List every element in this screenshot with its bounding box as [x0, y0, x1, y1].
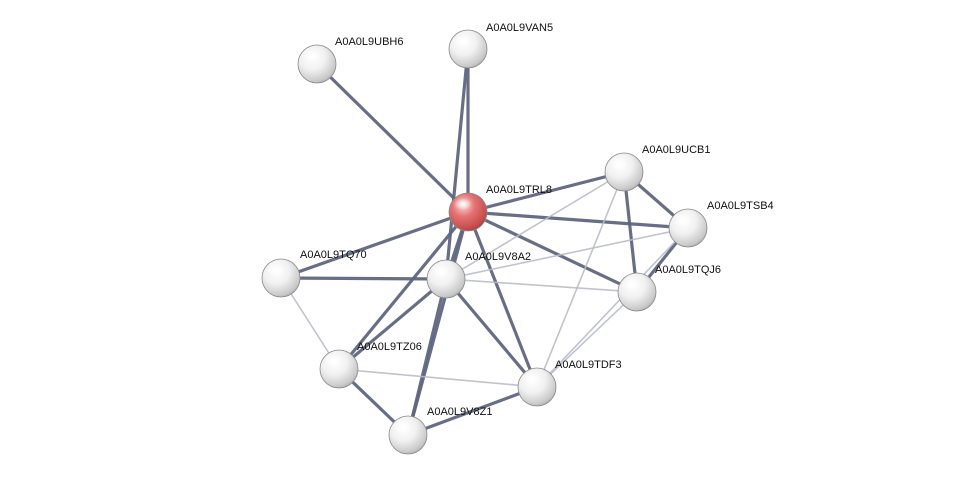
- edge-A0A0L9TSB4-A0A0L9TDF3: [536, 227, 689, 388]
- node-label: A0A0L9TDF3: [555, 359, 622, 371]
- node-highlight: [674, 214, 692, 226]
- node-A0A0L9TDF3[interactable]: A0A0L9TDF3: [517, 359, 622, 407]
- node-A0A0L9TQJ6[interactable]: A0A0L9TQJ6: [617, 264, 721, 312]
- node-A0A0L9TSB4[interactable]: A0A0L9TSB4: [668, 200, 774, 248]
- node-sphere[interactable]: [517, 367, 557, 407]
- edge-A0A0L9TRL8-A0A0L9TQ70: [279, 210, 470, 280]
- node-highlight: [454, 198, 472, 210]
- edge-A0A0L9V8A2-A0A0L9TQ70: [279, 276, 448, 281]
- node-A0A0L9V8Z1[interactable]: A0A0L9V8Z1: [388, 406, 492, 455]
- edge-A0A0L9TQJ6-A0A0L9TDF3: [536, 291, 638, 388]
- edge-A0A0L9V8A2-A0A0L9TZ06: [337, 277, 448, 371]
- node-label: A0A0L9V8Z1: [427, 406, 492, 418]
- edge-A0A0L9V8A2-A0A0L9UCB1: [445, 171, 625, 280]
- edge-A0A0L9TRL8-A0A0L9UBH6: [315, 62, 470, 214]
- node-label: A0A0L9TZ06: [357, 341, 422, 353]
- node-label: A0A0L9TQJ6: [655, 264, 721, 276]
- edge-A0A0L9TRL8-A0A0L9TQJ6: [466, 210, 639, 294]
- node-highlight: [267, 264, 285, 276]
- node-A0A0L9TRL8[interactable]: A0A0L9TRL8: [448, 184, 552, 232]
- node-A0A0L9TZ06[interactable]: A0A0L9TZ06: [319, 341, 422, 389]
- node-A0A0L9UBH6[interactable]: A0A0L9UBH6: [297, 36, 404, 84]
- node-A0A0L9TQ70[interactable]: A0A0L9TQ70: [261, 249, 367, 298]
- edge-A0A0L9V8Z1-A0A0L9TDF3: [406, 385, 539, 437]
- node-label: A0A0L9TQ70: [300, 249, 367, 261]
- edge-A0A0L9TRL8-A0A0L9UCB1: [466, 170, 626, 214]
- edge-A0A0L9V8A2-A0A0L9V8Z1: [406, 277, 448, 437]
- node-label: A0A0L9VAN5: [486, 22, 553, 34]
- node-label: A0A0L9TSB4: [707, 200, 774, 212]
- edge-A0A0L9TRL8-A0A0L9TZ06: [337, 210, 470, 371]
- node-highlight: [454, 35, 472, 47]
- node-sphere[interactable]: [261, 258, 301, 298]
- node-A0A0L9UCB1[interactable]: A0A0L9UCB1: [604, 144, 711, 192]
- node-sphere[interactable]: [319, 349, 359, 389]
- edge-A0A0L9V8A2-A0A0L9TQJ6: [445, 278, 638, 293]
- node-label: A0A0L9UCB1: [642, 144, 711, 156]
- node-highlight: [523, 373, 541, 385]
- node-sphere[interactable]: [668, 208, 708, 248]
- edge-A0A0L9UCB1-A0A0L9TDF3: [536, 171, 625, 388]
- node-sphere[interactable]: [388, 415, 428, 455]
- node-A0A0L9V8A2[interactable]: A0A0L9V8A2: [426, 251, 531, 299]
- node-sphere[interactable]: [297, 44, 337, 84]
- edge-A0A0L9TRL8-A0A0L9TDF3: [466, 210, 539, 389]
- node-sphere[interactable]: [617, 272, 657, 312]
- node-highlight: [623, 278, 641, 290]
- node-highlight: [610, 158, 628, 170]
- node-highlight: [325, 355, 343, 367]
- node-label: A0A0L9UBH6: [335, 36, 404, 48]
- node-label: A0A0L9TRL8: [486, 184, 552, 196]
- node-sphere[interactable]: [604, 152, 644, 192]
- edge-A0A0L9V8A2-A0A0L9TSB4: [445, 227, 689, 280]
- node-highlight: [303, 50, 321, 62]
- edge-layer: [279, 47, 690, 437]
- node-label: A0A0L9V8A2: [465, 251, 531, 263]
- node-highlight: [432, 265, 450, 277]
- node-sphere[interactable]: [426, 259, 466, 299]
- node-layer: A0A0L9TRL8 A0A0L9UBH6 A0A0L9VAN5A0A0L9UCB1…: [261, 22, 774, 455]
- node-highlight: [394, 421, 412, 433]
- edge-A0A0L9TZ06-A0A0L9TDF3: [338, 368, 538, 388]
- edge-A0A0L9V8A2-A0A0L9TDF3: [444, 277, 539, 389]
- query-node-sphere[interactable]: [448, 192, 488, 232]
- edge-A0A0L9UCB1-A0A0L9TQJ6: [622, 170, 639, 294]
- node-A0A0L9VAN5[interactable]: A0A0L9VAN5: [448, 22, 553, 69]
- node-sphere[interactable]: [448, 29, 488, 69]
- edge-A0A0L9V8A2-A0A0L9VAN5: [444, 47, 470, 281]
- edge-A0A0L9TRL8-A0A0L9TSB4: [466, 210, 690, 230]
